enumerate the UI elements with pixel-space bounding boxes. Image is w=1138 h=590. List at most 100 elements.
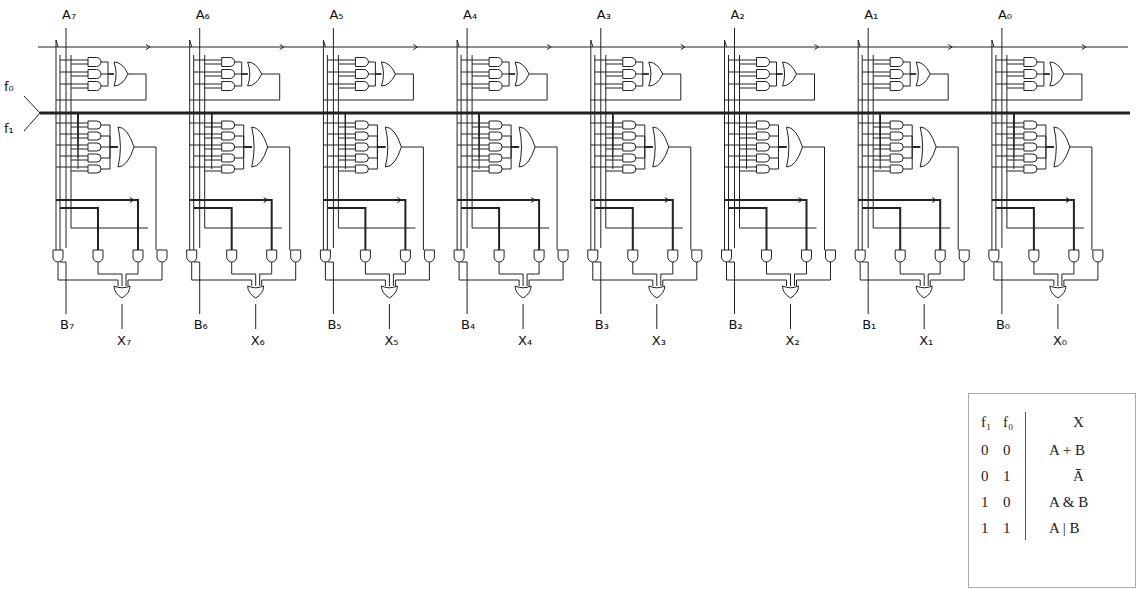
wire (461, 72, 489, 73)
and-gate (424, 250, 434, 262)
and-gate (826, 250, 836, 262)
pin-label: X₆ (251, 334, 265, 348)
wire (323, 74, 413, 100)
wire (996, 72, 1024, 73)
wire (190, 74, 280, 100)
wire (992, 123, 1024, 124)
and-gate (1024, 143, 1037, 151)
wire (457, 40, 459, 47)
wire (327, 262, 333, 263)
and-gate (489, 165, 502, 173)
or-gate (248, 62, 262, 86)
and-gate (757, 70, 770, 79)
or-gate (1050, 286, 1066, 298)
wire (472, 88, 489, 89)
or-gate (519, 127, 535, 167)
and-gate (93, 250, 103, 262)
wire (729, 72, 757, 73)
table-cell: 0 (981, 468, 989, 485)
arrow-tick (681, 45, 685, 50)
wire (327, 156, 355, 157)
and-gate (489, 132, 502, 140)
wire (996, 208, 1034, 250)
and-gate (355, 70, 368, 79)
and-gate (558, 250, 568, 262)
wire (862, 208, 900, 250)
wire (606, 149, 623, 150)
wire (472, 160, 489, 161)
wire (368, 136, 385, 147)
wire (194, 72, 222, 73)
wire (204, 55, 205, 228)
wire (479, 113, 480, 169)
and-gate (222, 154, 235, 162)
bus-entry (24, 96, 40, 113)
carry-line (38, 47, 1128, 48)
wire (101, 74, 114, 86)
wire (457, 74, 547, 100)
wire (606, 76, 623, 77)
wire (56, 145, 88, 146)
and-gate (890, 165, 903, 173)
and-gate (355, 165, 368, 173)
output-line (389, 304, 390, 329)
wire (858, 145, 890, 146)
wire (900, 262, 924, 286)
and-gate (890, 70, 903, 79)
and-gate (88, 143, 101, 151)
wire (71, 76, 88, 77)
wire (205, 127, 222, 128)
or-gate (252, 127, 268, 167)
table-cell: A + B (1049, 442, 1085, 459)
wire (205, 88, 222, 89)
wire (595, 84, 623, 85)
wire (194, 156, 222, 157)
wire (740, 76, 757, 77)
wire (71, 171, 88, 172)
wire (472, 127, 489, 128)
wire (729, 156, 757, 157)
wire (770, 136, 787, 147)
and-gate (1029, 250, 1039, 262)
wire (235, 125, 252, 147)
wire (211, 113, 212, 169)
wire (591, 167, 623, 168)
pin-label: A₁ (864, 8, 878, 22)
wire (71, 64, 88, 65)
or-gate (916, 286, 932, 298)
wire (636, 147, 653, 169)
signal-label: f₁ (4, 122, 14, 136)
and-gate (355, 132, 368, 140)
and-gate (454, 250, 464, 262)
wire (101, 125, 118, 147)
wire (729, 84, 757, 85)
wire (873, 55, 874, 228)
and-gate (88, 132, 101, 140)
and-gate (855, 250, 865, 262)
arrow-tick (1082, 45, 1086, 50)
input-line (734, 262, 735, 314)
input-line (734, 28, 735, 248)
wire (71, 149, 88, 150)
input-line (600, 262, 601, 314)
wire (606, 127, 623, 128)
wire (903, 147, 920, 169)
wire (729, 262, 735, 263)
and-gate (623, 154, 636, 162)
wire (457, 200, 539, 250)
wire (190, 123, 222, 124)
wire (194, 84, 222, 85)
wire (862, 134, 890, 135)
wire (194, 262, 200, 263)
and-gate (187, 250, 197, 262)
and-gate (320, 250, 330, 262)
or-gate (515, 62, 529, 86)
wire (71, 127, 88, 128)
and-gate (628, 250, 638, 262)
wire (56, 123, 88, 124)
table-cell: 0 (1003, 442, 1011, 459)
arrow-tick (799, 198, 803, 203)
pin-label: B₀ (996, 318, 1010, 332)
or-gate (787, 127, 803, 167)
